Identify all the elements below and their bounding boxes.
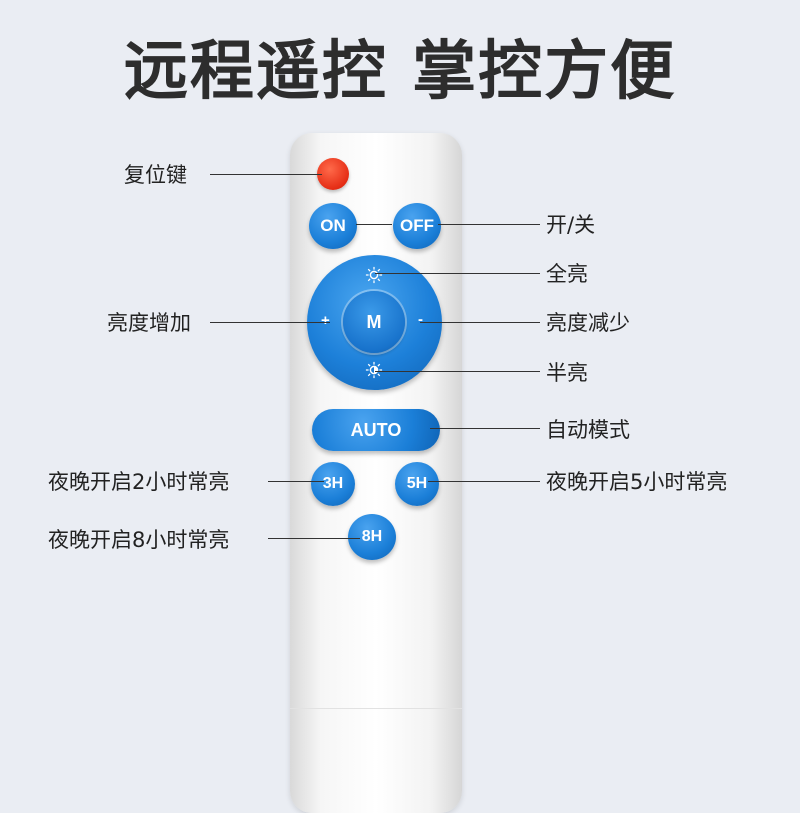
night-8h-label: 夜晚开启8小时常亮: [48, 528, 230, 552]
brightness-minus-button[interactable]: -: [418, 311, 423, 328]
full-bright-callout-line: [375, 273, 540, 274]
reset-callout-line: [210, 174, 322, 175]
5h-callout-line: [428, 481, 540, 482]
mode-button[interactable]: M: [343, 291, 405, 353]
half-bright-label: 半亮: [546, 361, 588, 385]
8h-button[interactable]: 8H: [348, 514, 396, 560]
on-off-callout-line: [438, 224, 540, 225]
sun-full-icon[interactable]: [365, 266, 383, 284]
3h-button[interactable]: 3H: [311, 462, 355, 506]
auto-button[interactable]: AUTO: [312, 409, 440, 451]
on-off-label: 开/关: [546, 213, 596, 237]
on-button[interactable]: ON: [309, 203, 357, 249]
reset-label: 复位键: [124, 163, 187, 187]
auto-callout-line: [430, 428, 540, 429]
half-bright-callout-line: [375, 371, 540, 372]
2h-callout-line: [268, 481, 324, 482]
5h-button[interactable]: 5H: [395, 462, 439, 506]
reset-button[interactable]: [317, 158, 349, 190]
brightness-plus-button[interactable]: +: [321, 312, 330, 329]
full-bright-label: 全亮: [546, 262, 588, 286]
remote-battery-seam: [290, 708, 462, 709]
night-2h-label: 夜晚开启2小时常亮: [48, 470, 230, 494]
on-off-connector-line: [356, 224, 392, 225]
page-title: 远程遥控 掌控方便: [123, 35, 677, 109]
bright-down-callout-line: [420, 322, 540, 323]
off-button[interactable]: OFF: [393, 203, 441, 249]
night-5h-label: 夜晚开启5小时常亮: [546, 470, 728, 494]
sun-half-icon[interactable]: [365, 361, 383, 379]
bright-up-callout-line: [210, 322, 330, 323]
bright-up-label: 亮度增加: [107, 311, 191, 335]
auto-mode-label: 自动模式: [546, 418, 630, 442]
bright-down-label: 亮度减少: [546, 311, 630, 335]
8h-callout-line: [268, 538, 360, 539]
